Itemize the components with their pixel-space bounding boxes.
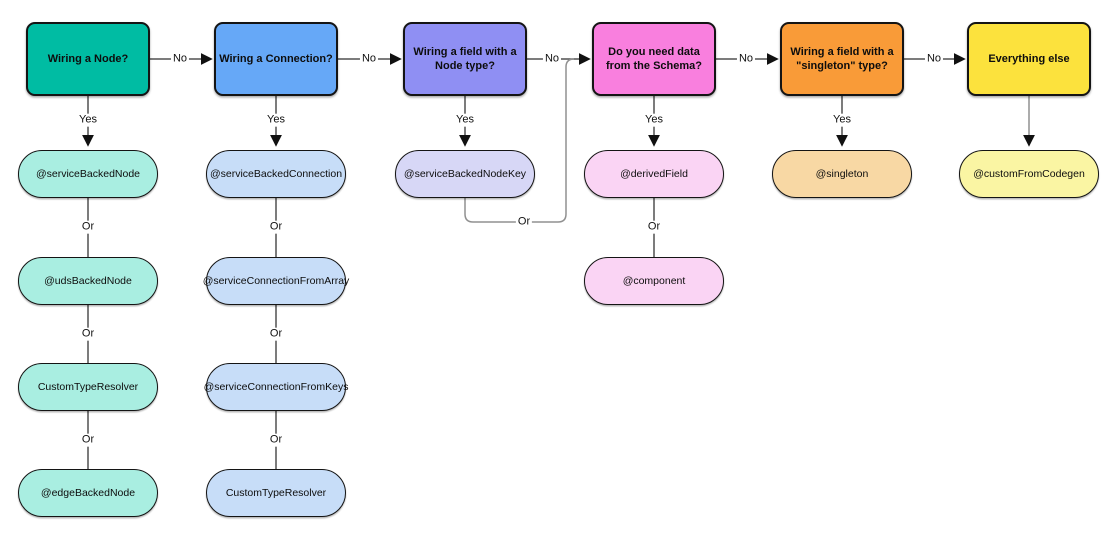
- edge-label-no: No: [736, 52, 756, 66]
- edge-label-or: Or: [79, 327, 97, 341]
- edge-label-or: Or: [79, 433, 97, 447]
- pill-service-connection-from-keys: @serviceConnectionFromKeys: [204, 363, 348, 411]
- edge-label-yes: Yes: [643, 113, 665, 127]
- edge-label-yes: Yes: [454, 113, 476, 127]
- pill-edge-backed-node: @edgeBackedNode: [18, 469, 158, 517]
- pill-uds-backed-node: @udsBackedNode: [18, 257, 158, 305]
- decision-box-field-node-type: Wiring a field with a Node type?: [403, 22, 527, 96]
- edge-label-no: No: [924, 52, 944, 66]
- edge-label-no: No: [542, 52, 562, 66]
- edge-label-or: Or: [267, 220, 285, 234]
- pill-derived-field: @derivedField: [584, 150, 724, 198]
- pill-service-backed-node: @serviceBackedNode: [18, 150, 158, 198]
- decision-box-everything-else: Everything else: [967, 22, 1091, 96]
- decision-box-wiring-connection: Wiring a Connection?: [214, 22, 338, 96]
- decision-box-wiring-node: Wiring a Node?: [26, 22, 150, 96]
- edge-label-no: No: [359, 52, 379, 66]
- edge-label-yes: Yes: [77, 113, 99, 127]
- connector-or-loop: [464, 58, 575, 223]
- pill-service-backed-connection: @serviceBackedConnection: [206, 150, 346, 198]
- edge-label-yes: Yes: [265, 113, 287, 127]
- edge-label-or: Or: [645, 220, 663, 234]
- decision-box-schema-data: Do you need data from the Schema?: [592, 22, 716, 96]
- pill-singleton: @singleton: [772, 150, 912, 198]
- pill-custom-type-resolver: CustomTypeResolver: [206, 469, 346, 517]
- pill-service-backed-node-key: @serviceBackedNodeKey: [395, 150, 535, 198]
- pill-custom-type-resolver: CustomTypeResolver: [18, 363, 158, 411]
- edge-label-or: Or: [79, 220, 97, 234]
- edge-label-or-loop: Or: [515, 215, 533, 229]
- pill-component: @component: [584, 257, 724, 305]
- edge-label-or: Or: [267, 327, 285, 341]
- edge-label-yes: Yes: [831, 113, 853, 127]
- edge-label-no: No: [170, 52, 190, 66]
- decision-box-singleton-type: Wiring a field with a "singleton" type?: [780, 22, 904, 96]
- edge-label-or: Or: [267, 433, 285, 447]
- pill-service-connection-from-array: @serviceConnectionFromArray: [203, 257, 349, 305]
- pill-custom-from-codegen: @customFromCodegen: [959, 150, 1099, 198]
